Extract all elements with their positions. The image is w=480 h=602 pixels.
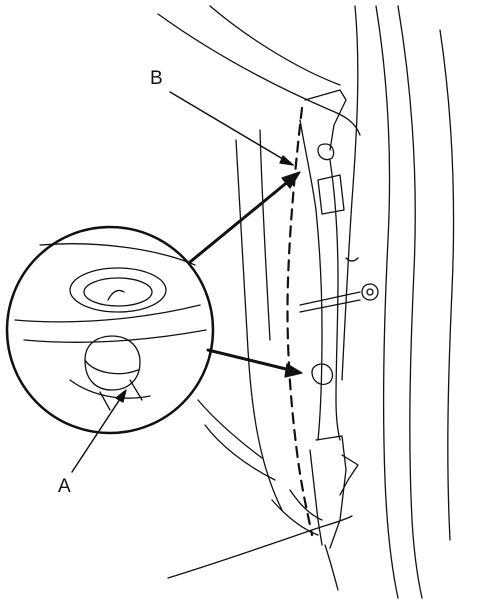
leader-arrowhead-lower bbox=[284, 363, 303, 378]
callout-label-a: A bbox=[58, 476, 71, 497]
leader-arrowhead-a bbox=[115, 389, 127, 403]
detail-magnifier bbox=[5, 225, 215, 435]
body-panel-lines bbox=[157, 5, 455, 599]
pillar-trim bbox=[299, 89, 379, 549]
callout-label-b: B bbox=[150, 68, 163, 89]
leader-arrowhead-upper bbox=[281, 171, 301, 189]
leader-arrowhead-b bbox=[279, 155, 294, 166]
leader-line-b bbox=[169, 91, 294, 166]
leader-line-lower bbox=[206, 348, 292, 372]
leader-line-a bbox=[71, 395, 123, 473]
leader-line-upper bbox=[188, 178, 292, 264]
